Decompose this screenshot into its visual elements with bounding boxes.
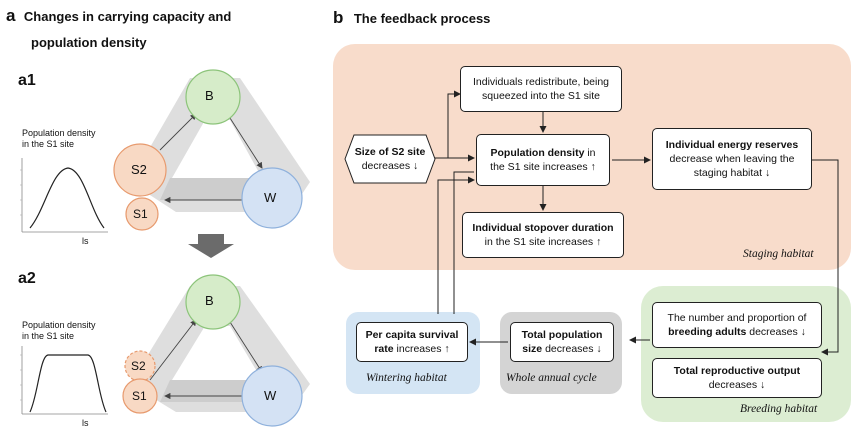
panel-a-graphics [20,69,310,427]
popdensity-bold: Population density [490,147,585,159]
stopover-bold: Individual stopover duration [472,222,614,234]
a2-node-S1-circle [122,378,158,414]
a1-plot-ylabel-line2: in the S1 site [22,139,75,149]
a2-node-B-circle [185,274,241,330]
energy-line3: staging habitat ↓ [693,167,771,179]
panel-a-title-line1: Changes in carrying capacity and [23,9,232,24]
whole-cycle-label: Whole annual cycle [506,372,597,384]
size-box: Size of S2 site decreases ↓ [346,145,434,173]
size-normal: decreases ↓ [361,160,419,172]
a2-node-W-circle [241,365,303,427]
breeding-adults-box: The number and proportion of breeding ad… [652,302,822,348]
a2-plot-ylabel-line2: in the S1 site [22,331,75,341]
a1-node-S1-circle [125,197,159,231]
total-population-box: Total population size decreases ↓ [510,322,614,362]
a2-plot-ylabel-line1: Population density [22,320,96,330]
energy-box: Individual energy reserves decrease when… [652,128,812,190]
panel-a-heading: a Changes in carrying capacity and [6,6,326,26]
a1-plot-ylabel-line1: Population density [22,128,96,138]
a1-density-plot [20,158,108,233]
a2-label: a2 [18,270,36,287]
stopover-box: Individual stopover duration in the S1 s… [462,212,624,258]
a2-node-B-label: B [205,293,214,308]
a1-label: a1 [18,72,36,89]
redistribute-line1: Individuals redistribute, being [473,76,609,88]
panel-a-letter: a [6,6,16,25]
a1-node-B-circle [185,69,241,125]
a1-node-B-label: B [205,88,214,103]
a1-node-S1-label: S1 [133,207,148,221]
panel-b-title: The feedback process [353,11,491,26]
panel-b-letter: b [333,8,344,27]
breeding-habitat-label: Breeding habitat [740,403,818,415]
a1-node-S2-circle [113,143,167,197]
a1-node-W-circle [241,167,303,229]
panel-b-heading: b The feedback process [333,8,490,28]
size-bold: Size of S2 site [354,146,426,158]
stopover-line2: in the S1 site increases ↑ [484,236,602,248]
wintering-habitat-label: Wintering habitat [366,372,447,384]
a2-plot-xlabel: ls [82,418,89,428]
totalpop-normal: decreases ↓ [542,343,602,355]
totalpop-bold1: Total population [521,329,603,341]
reproductive-bold: Total reproductive output [673,365,801,377]
breeding-normal: decreases ↓ [746,326,806,338]
size-hexagon [344,134,436,184]
totalpop-bold2: size [522,343,543,355]
survival-bold1: Per capita survival [365,329,459,341]
population-density-box: Population density in the S1 site increa… [476,134,610,186]
survival-bold2: rate [374,343,394,355]
survival-normal: increases ↑ [393,343,450,355]
down-arrow-icon [188,234,234,258]
reproductive-box: Total reproductive output decreases ↓ [652,358,822,398]
popdensity-normal1: in [584,147,596,159]
a2-network [122,274,310,427]
redistribute-box: Individuals redistribute, being squeezed… [460,66,622,112]
a1-network [113,69,310,231]
panel-a-title-line2: population density [31,35,147,50]
a1-node-W-label: W [264,190,277,205]
breeding-bold: breeding adults [668,326,747,338]
a2-node-W-label: W [264,388,277,403]
energy-bold: Individual energy reserves [665,139,799,151]
a2-density-plot [20,346,108,415]
a1-plot-xlabel: ls [82,236,89,246]
redistribute-line2: squeezed into the S1 site [482,90,600,102]
a2-node-S2-circle [124,350,156,382]
breeding-line1: The number and proportion of [667,312,807,324]
survival-box: Per capita survival rate increases ↑ [356,322,468,362]
a2-node-S2-label: S2 [131,359,146,373]
popdensity-line2: the S1 site increases ↑ [490,161,596,173]
staging-habitat-label: Staging habitat [743,248,814,260]
a2-node-S1-label: S1 [132,389,147,403]
a1-node-S2-label: S2 [131,162,147,177]
reproductive-line2: decreases ↓ [708,379,766,391]
energy-line2: decrease when leaving the [669,153,795,165]
